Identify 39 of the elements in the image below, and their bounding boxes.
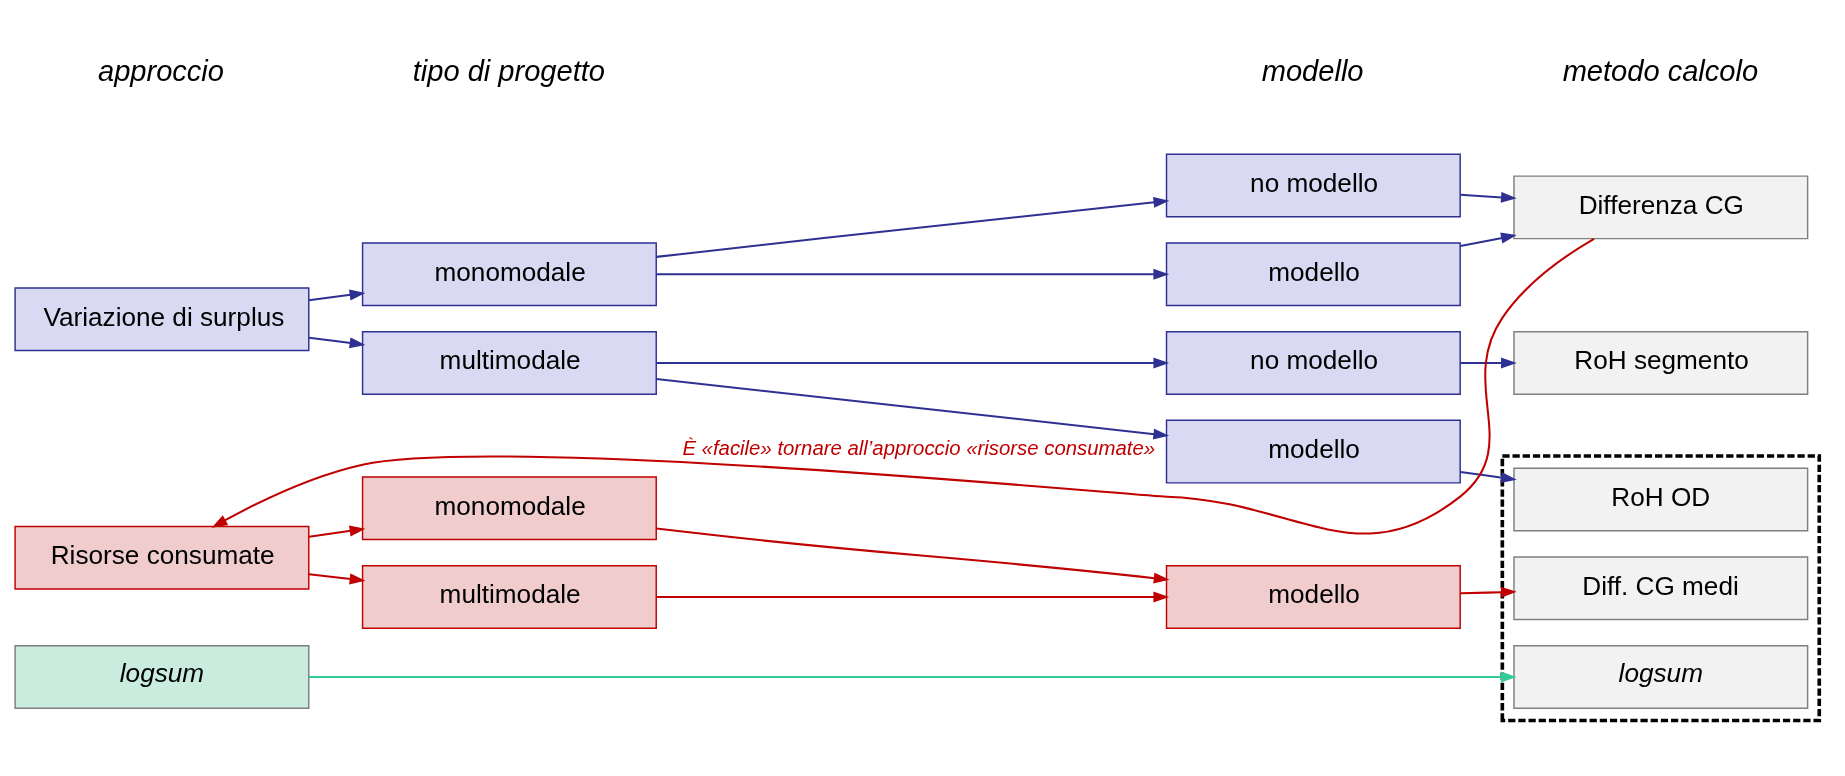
node-box: no modello	[1165, 153, 1461, 218]
label: approccio	[97, 54, 224, 87]
arrow	[1459, 191, 1517, 203]
node-box: multimodale	[361, 330, 657, 395]
node-box: modello	[1165, 565, 1461, 629]
arrow	[655, 591, 1169, 603]
node-box: monomodale	[361, 242, 657, 307]
arrow	[1459, 586, 1517, 598]
node-box: multimodale	[361, 565, 657, 629]
arrow	[655, 268, 1169, 280]
node-box: Diff. CG medi	[1512, 556, 1808, 621]
node-box: modello	[1165, 419, 1461, 484]
arrow	[1459, 232, 1517, 247]
label: metodo calcolo	[1562, 54, 1758, 87]
node-box: monomodale	[361, 476, 657, 541]
arrow	[1459, 470, 1517, 483]
arrow	[308, 289, 365, 302]
node-box: logsum	[1512, 644, 1808, 709]
arrow	[1459, 357, 1517, 369]
node-box: no modello	[1165, 330, 1461, 395]
node-box: logsum	[13, 644, 309, 709]
arrow	[655, 357, 1169, 369]
arrow	[655, 378, 1169, 440]
node-box: modello	[1165, 242, 1461, 307]
label: modello	[1261, 54, 1364, 87]
arrow	[308, 336, 365, 349]
label: tipo di progetto	[412, 54, 605, 87]
node-box: Differenza CG	[1512, 175, 1808, 240]
arrow	[308, 671, 1517, 683]
arrow	[655, 196, 1169, 258]
node-box: RoH segmento	[1512, 330, 1808, 395]
arrow	[655, 527, 1169, 584]
arrow	[308, 525, 365, 538]
edge-label: È «facile» tornare all’approccio «risorse consumate»	[681, 436, 1155, 459]
node-box: Variazione di surplus	[13, 287, 309, 352]
node-box: RoH OD	[1512, 467, 1808, 532]
arrow	[308, 573, 365, 585]
arrow	[211, 237, 1595, 535]
node-box: Risorse consumate	[13, 525, 309, 590]
